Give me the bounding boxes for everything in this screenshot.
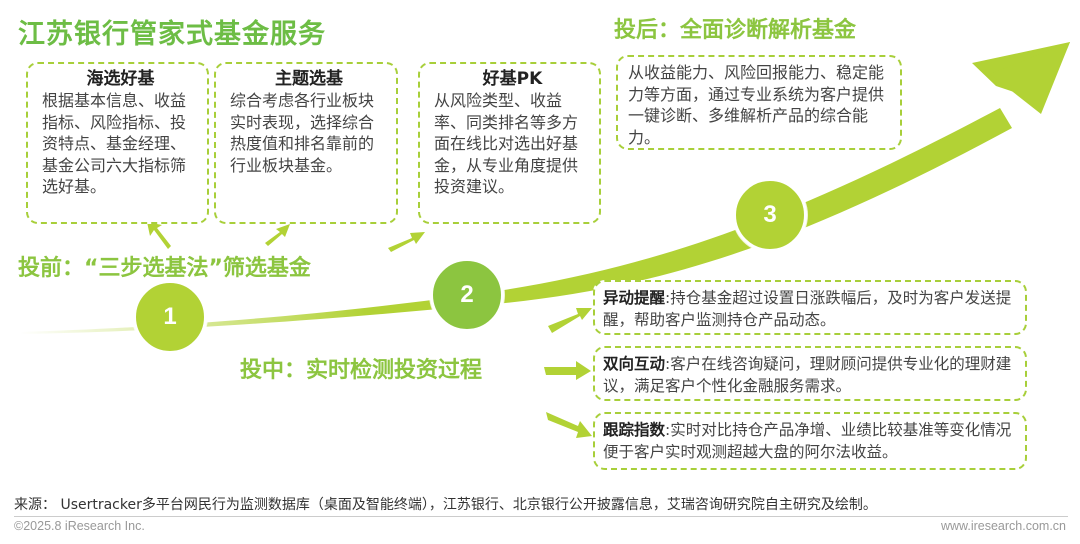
box-lead: 双向互动	[603, 355, 666, 373]
growth-arrow-tip	[990, 42, 1070, 114]
box-text: 综合考虑各行业板块实时表现，选择综合热度值和排名靠前的行业板块基金。	[230, 91, 375, 175]
box-text: :客户在线咨询疑问，理财顾问提供专业化的理财建议，满足客户个性化金融服务需求。	[603, 355, 1012, 395]
before-box-fund-screening: 海选好基 根据基本信息、收益指标、风险指标、投资特点、基金经理、基金公司六大指标…	[26, 62, 209, 224]
before-box-theme-selection: 主题选基 综合考虑各行业板块实时表现，选择综合热度值和排名靠前的行业板块基金。	[214, 62, 398, 224]
step-circle-3: 3	[733, 178, 807, 252]
after-investment-box: 从收益能力、风险回报能力、稳定能力等方面，通过专业系统为客户提供一键诊断、多维解…	[616, 55, 902, 150]
step-circle-1: 1	[133, 280, 207, 354]
pointer-arrow-icon	[548, 308, 592, 333]
during-box-interaction: 双向互动:客户在线咨询疑问，理财顾问提供专业化的理财建议，满足客户个性化金融服务…	[593, 346, 1027, 401]
box-text: :持仓基金超过设置日涨跌幅后，及时为客户发送提醒，帮助客户监测持仓产品动态。	[603, 289, 1012, 329]
after-investment-label: 投后：全面诊断解析基金	[614, 18, 857, 43]
pointer-arrow-icon	[265, 224, 290, 246]
box-lead: 跟踪指数	[603, 421, 666, 439]
page-title: 江苏银行管家式基金服务	[18, 19, 326, 50]
box-lead: 异动提醒	[603, 289, 666, 307]
before-investment-label: 投前：“三步选基法”筛选基金	[18, 256, 311, 281]
footer-divider	[14, 516, 1068, 517]
website-link[interactable]: www.iresearch.com.cn	[940, 519, 1066, 533]
box-heading: 主题选基	[275, 69, 343, 89]
during-box-alert: 异动提醒:持仓基金超过设置日涨跌幅后，及时为客户发送提醒，帮助客户监测持仓产品动…	[593, 280, 1027, 335]
during-investment-label: 投中：实时检测投资过程	[240, 358, 483, 383]
source-note: 来源： Usertracker多平台网民行为监测数据库（桌面及智能终端），江苏银…	[14, 497, 877, 513]
curved-growth-arrow-icon	[20, 108, 1012, 334]
during-box-tracking: 跟踪指数:实时对比持仓产品净增、业绩比较基准等变化情况便于客户实时观测超越大盘的…	[593, 412, 1027, 470]
pointer-arrow-icon	[544, 361, 591, 380]
copyright: ©2025.8 iResearch Inc.	[14, 519, 145, 533]
pointer-arrow-icon	[546, 412, 592, 438]
pointer-arrow-icon	[147, 222, 171, 249]
box-text: :实时对比持仓产品净增、业绩比较基准等变化情况便于客户实时观测超越大盘的阿尔法收…	[603, 421, 1012, 461]
box-text: 根据基本信息、收益指标、风险指标、投资特点、基金经理、基金公司六大指标筛选好基。	[42, 91, 187, 196]
box-heading: 好基PK	[482, 69, 543, 89]
box-text: 从风险类型、收益率、同类排名等多方面在线比对选出好基金，从专业角度提供投资建议。	[434, 91, 579, 196]
box-text: 从收益能力、风险回报能力、稳定能力等方面，通过专业系统为客户提供一键诊断、多维解…	[628, 63, 885, 147]
pointer-arrow-icon	[388, 232, 425, 252]
box-heading: 海选好基	[86, 69, 155, 89]
before-box-fund-pk: 好基PK 从风险类型、收益率、同类排名等多方面在线比对选出好基金，从专业角度提供…	[418, 62, 601, 224]
step-circle-2: 2	[430, 258, 504, 332]
